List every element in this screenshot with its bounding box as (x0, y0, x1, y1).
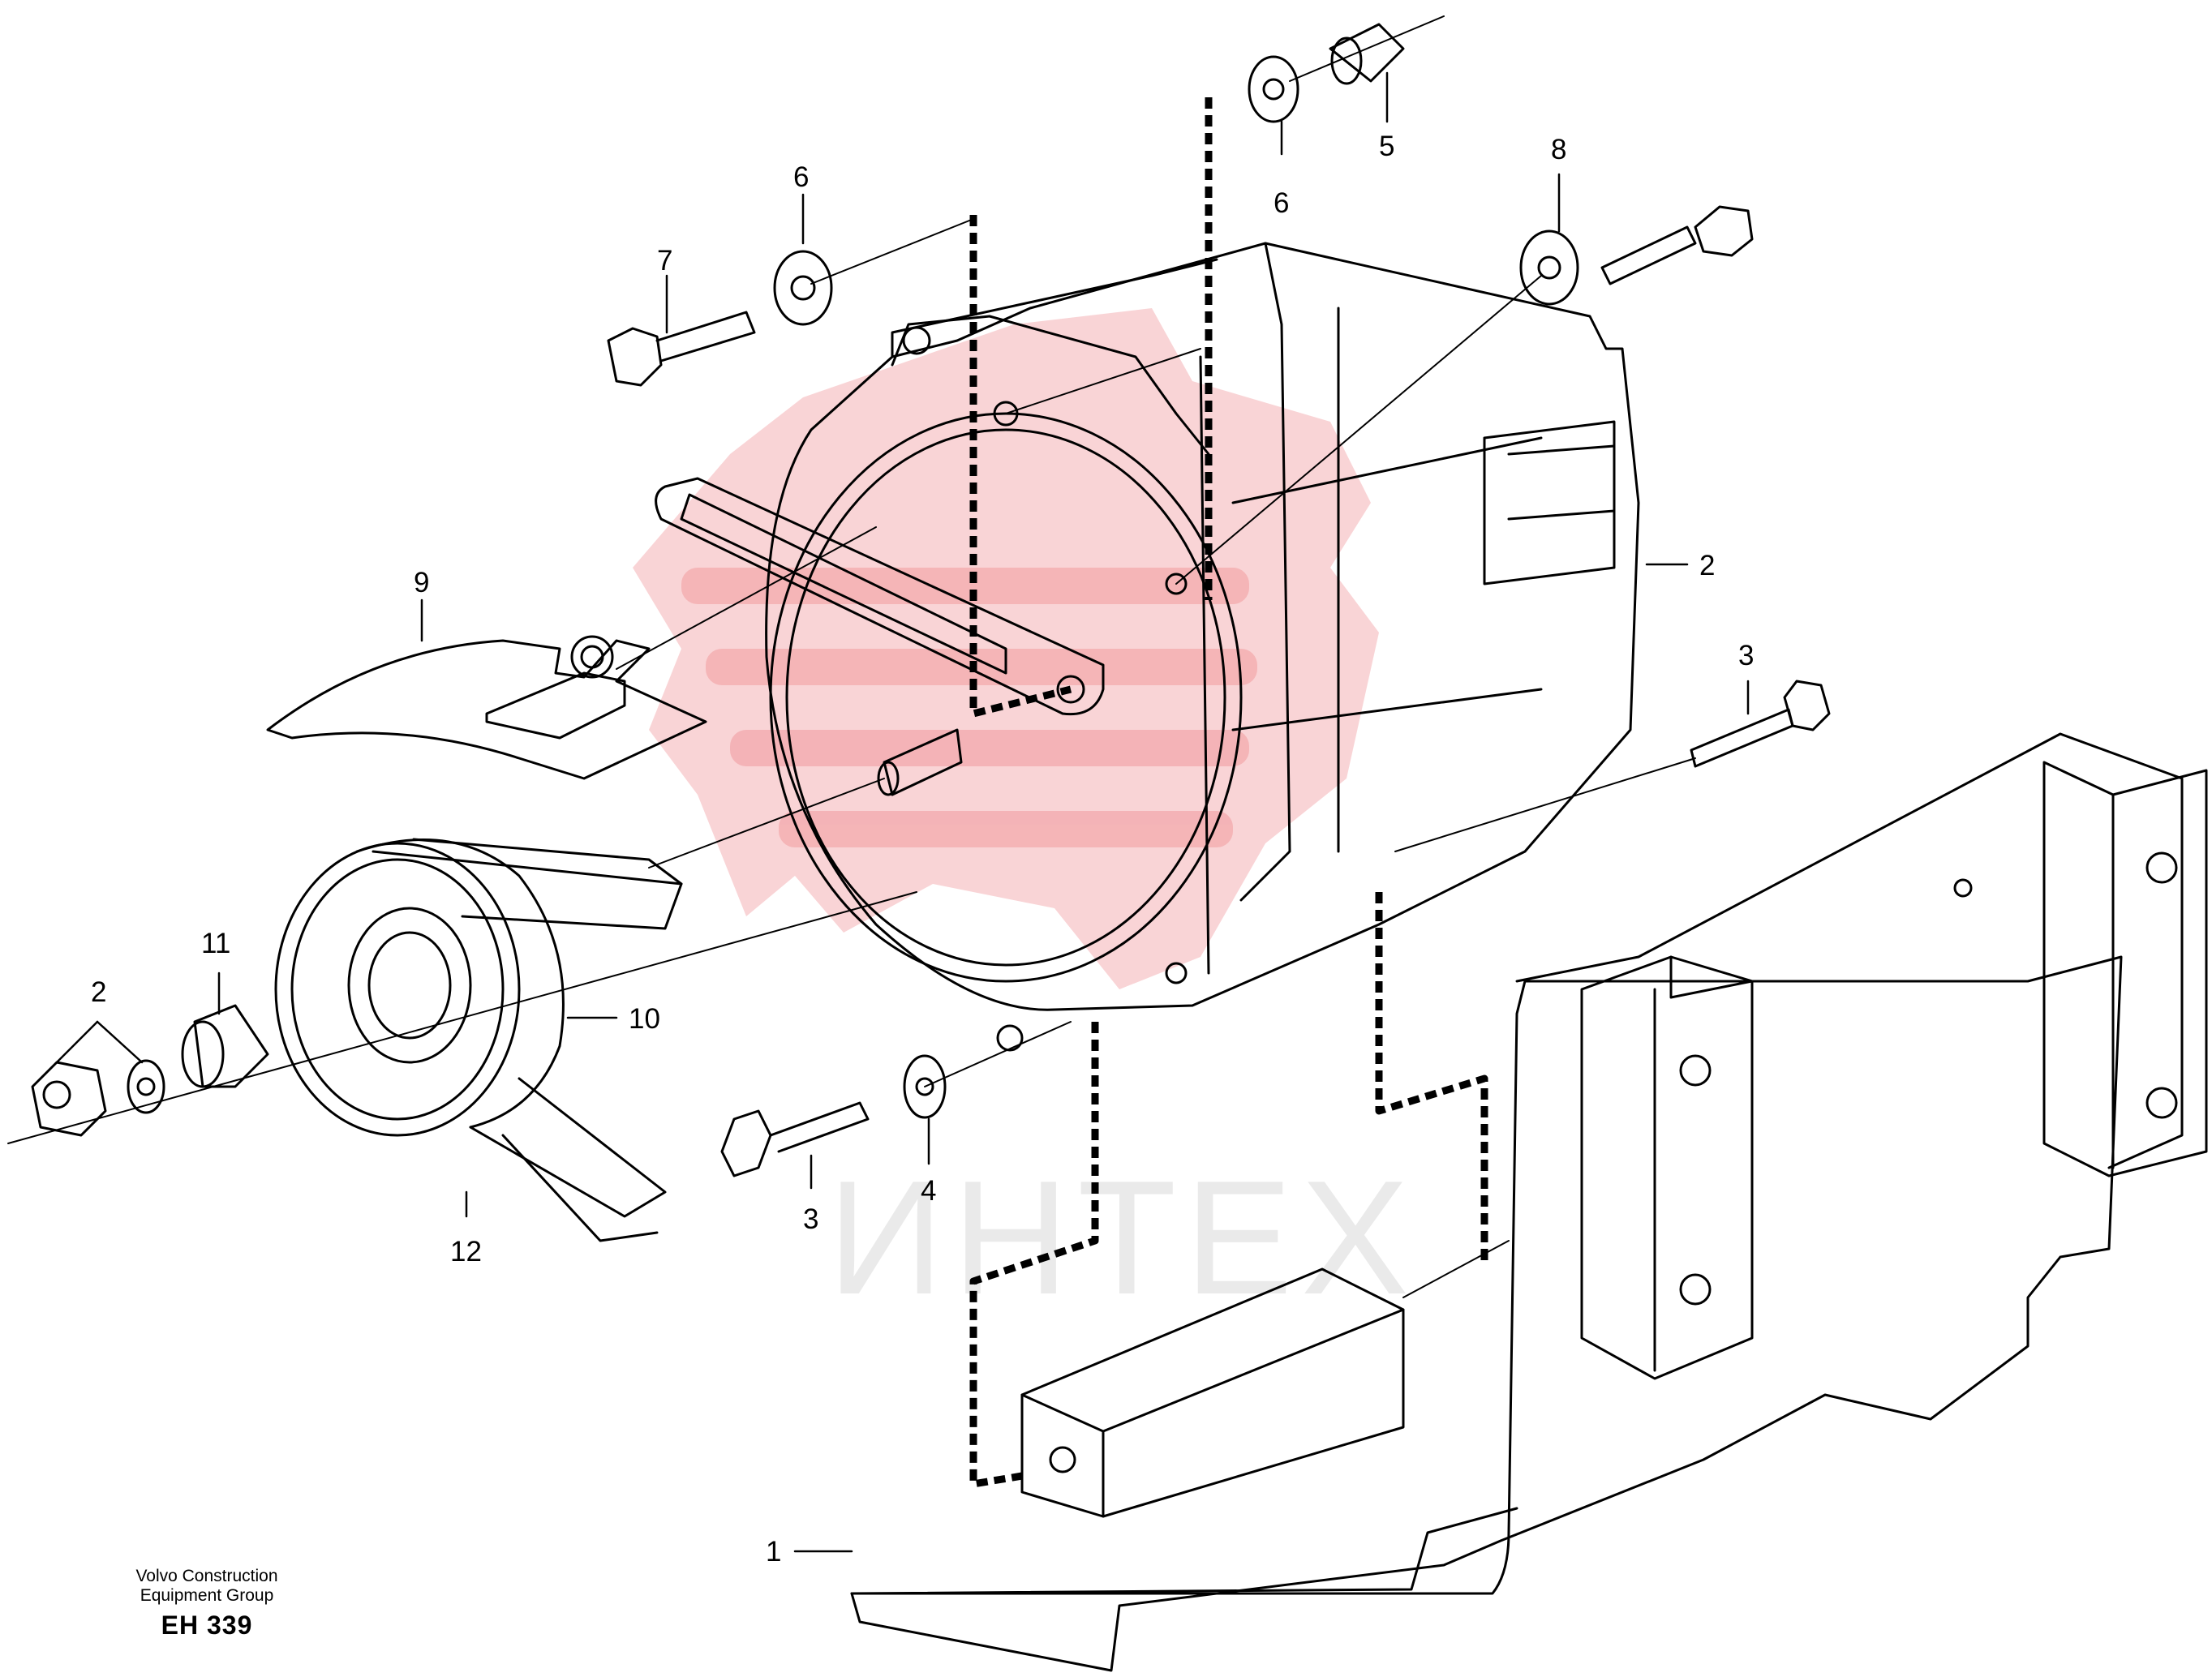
base-plate (850, 732, 2184, 1672)
alternator-mount-hole (996, 1024, 1024, 1052)
base-mounting-block (1020, 1267, 1405, 1518)
watermark-text: ИНТЕХ (827, 1147, 1417, 1328)
alternator (765, 242, 1640, 1011)
label-screw-rear-top: 8 (1551, 134, 1566, 165)
spacer-lower (903, 1054, 947, 1119)
base-block-right (2042, 761, 2208, 1177)
screw-lower-front (720, 1101, 870, 1177)
adjustment-arm (655, 477, 1105, 716)
label-base-plate: 1 (766, 1536, 781, 1568)
alternator-mount-hole (1165, 962, 1188, 984)
base-hole (1953, 878, 1973, 898)
label-screw-lower-rear: 3 (1738, 640, 1754, 671)
label-washer-top: 6 (1274, 187, 1289, 219)
nut-and-washer (31, 1059, 165, 1137)
shield (266, 635, 707, 780)
footer-drawing-code: EH 339 (161, 1611, 253, 1640)
label-pulley: 10 (629, 1003, 660, 1035)
footer-caption: Volvo Construction Equipment Group EH 33… (81, 1567, 333, 1641)
callout-leaders (55, 71, 1750, 1553)
label-screw-front-top: 7 (657, 245, 672, 277)
dashed-alignment-lines (969, 97, 1488, 1488)
screw-front-top (607, 311, 756, 387)
base-hole (1679, 1054, 1712, 1087)
screw-lower-rear (1690, 680, 1831, 768)
callout-labels: 1 2 2 3 3 4 5 6 6 7 8 9 10 11 12 (91, 131, 1754, 1568)
label-spacer-lower: 4 (921, 1175, 936, 1207)
footer-company-line1: Volvo Construction (135, 1567, 278, 1585)
v-belt (372, 838, 683, 1242)
assembly-axis-lines (7, 15, 1696, 1298)
label-alternator: 2 (1699, 550, 1715, 581)
pulley (274, 838, 565, 1137)
label-v-belt: 12 (450, 1236, 482, 1267)
label-spacer-top: 5 (1379, 131, 1394, 162)
label-shield: 9 (414, 567, 429, 598)
alternator-mount-hole (993, 401, 1019, 427)
base-block-left (1580, 955, 1754, 1380)
label-spacer-pulley: 11 (201, 928, 230, 959)
washer-front (773, 250, 833, 326)
alternator-mount-hole (1165, 573, 1188, 595)
base-hole (2145, 851, 2178, 884)
base-hole (1679, 1273, 1712, 1306)
alternator-mount-hole (902, 326, 931, 355)
washer-top (1248, 55, 1299, 123)
base-hole (1049, 1446, 1076, 1473)
screw-rear-top (1519, 205, 1754, 306)
base-hole (2145, 1087, 2178, 1119)
label-nut-washer: 2 (91, 976, 106, 1008)
watermark-stripes (681, 568, 1257, 847)
footer-company-line2: Equipment Group (140, 1586, 274, 1605)
spacer-pulley (181, 1004, 269, 1088)
label-screw-lower-front: 3 (803, 1203, 818, 1235)
spacer-top (1329, 23, 1405, 85)
label-washer-front: 6 (793, 161, 809, 193)
alternator-shaft (877, 728, 963, 796)
